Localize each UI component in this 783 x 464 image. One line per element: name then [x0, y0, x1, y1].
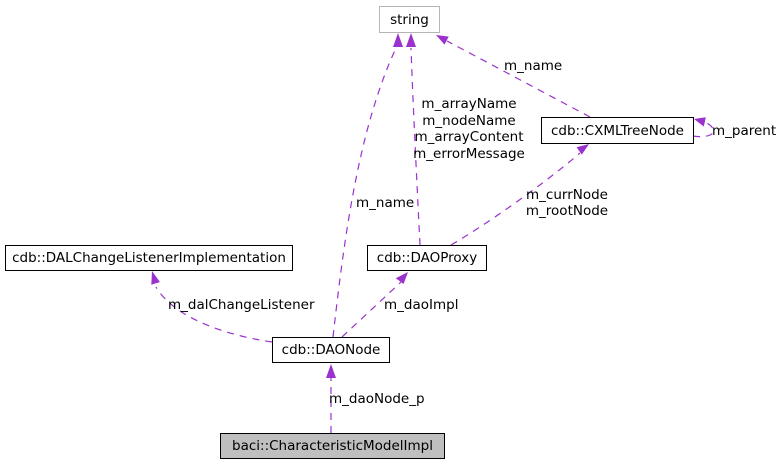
arrowhead-daonode-to-string: [393, 33, 403, 47]
edge-label-m-rootnode: m_rootNode: [525, 203, 609, 219]
arrowhead-daoproxy-to-cxml: [576, 144, 589, 155]
node-cxml-tree-node[interactable]: cdb::CXMLTreeNode: [541, 117, 694, 144]
edge-label-m-arrayname: m_arrayName: [421, 96, 517, 112]
edge-label-m-name-cxml: m_name: [504, 58, 563, 74]
node-dao-node[interactable]: cdb::DAONode: [272, 337, 390, 363]
edge-label-daoproxy-members: m_arrayName m_nodeName m_arrayContent m_…: [409, 96, 529, 162]
edge-label-m-currnode: m_currNode: [526, 187, 608, 203]
node-dal-change-listener-implementation[interactable]: cdb::DALChangeListenerImplementation: [5, 245, 293, 271]
edge-label-m-dalchangelistener: m_dalChangeListener: [168, 297, 315, 313]
edge-daonode-to-dal: [155, 286, 273, 343]
edge-label-m-daoimpl: m_daoImpl: [384, 297, 459, 313]
edge-label-m-parent: m_parent: [712, 123, 777, 139]
edge-label-m-arraycontent: m_arrayContent: [414, 129, 524, 145]
edge-daoproxy-to-string: [410, 47, 421, 246]
arrowhead-model-to-daonode: [326, 364, 336, 378]
node-dao-proxy[interactable]: cdb::DAOProxy: [367, 245, 487, 271]
edge-label-m-name-daonode: m_name: [356, 195, 415, 211]
node-characteristic-model-impl: baci::CharacteristicModelImpl: [220, 433, 445, 459]
edge-daoproxy-to-cxml: [450, 152, 581, 246]
arrowhead-daonode-to-dal: [151, 271, 160, 285]
arrowhead-daonode-to-daoproxy: [395, 272, 408, 284]
edge-cxml-to-string: [446, 40, 591, 118]
edge-label-currnode-rootnode: m_currNode m_rootNode: [522, 187, 612, 219]
edge-cxml-self-loop: [692, 121, 715, 138]
arrowhead-daoproxy-to-string: [406, 33, 416, 47]
edge-daonode-to-daoproxy: [341, 281, 402, 338]
edge-label-m-nodename: m_nodeName: [422, 112, 516, 129]
edge-label-m-daonode-p: m_daoNode_p: [329, 391, 425, 407]
edge-label-m-errormessage: m_errorMessage: [413, 145, 525, 162]
arrowhead-cxml-to-string: [436, 35, 449, 45]
edge-daonode-to-string: [332, 47, 397, 338]
arrowhead-cxml-self-loop: [694, 117, 706, 127]
node-string: string: [379, 6, 440, 33]
